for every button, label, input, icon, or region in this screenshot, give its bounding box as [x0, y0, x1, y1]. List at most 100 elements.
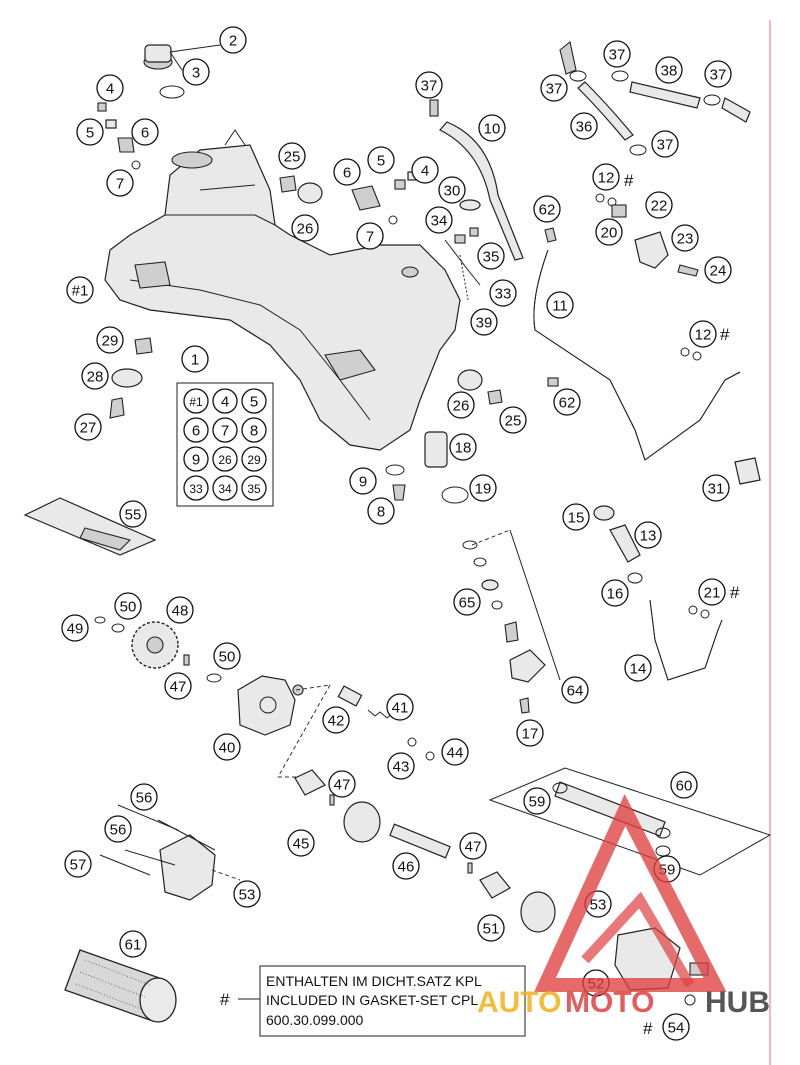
callout-5: 5: [76, 118, 104, 146]
callout-number: 31: [708, 481, 725, 498]
svg-text:4: 4: [221, 394, 229, 411]
callout-36: 36: [570, 112, 598, 140]
callout-11: 11: [546, 291, 574, 319]
callout-1: 1: [181, 345, 209, 373]
kit-item-34: 34: [212, 475, 238, 501]
sensor-31: [734, 457, 761, 485]
callout-circle: [698, 578, 726, 606]
cushion-parts-right: [457, 369, 559, 405]
callout-number: 37: [421, 78, 438, 95]
callout-circle: [645, 191, 673, 219]
callout-23: 23: [671, 224, 699, 252]
callout-circle: [96, 74, 124, 102]
callout-circle: [219, 26, 247, 54]
callout-number: 13: [640, 528, 657, 545]
hash-mark-21: #: [730, 583, 740, 602]
drain-plug: [385, 464, 406, 501]
callout-circle: [670, 771, 698, 799]
callout-number: 56: [110, 822, 127, 839]
callout-circle: [392, 852, 420, 880]
callout-7: 7: [106, 169, 134, 197]
callout-29: 29: [96, 326, 124, 354]
callout-circle: [114, 592, 142, 620]
hash-mark-54: #: [643, 1019, 653, 1038]
callout-circle: [74, 413, 102, 441]
cushion-parts-left: [109, 337, 153, 419]
callout-12: 12: [689, 320, 717, 348]
callout-circle: [592, 163, 620, 191]
callout-circle: [104, 815, 132, 843]
callout-26: 26: [447, 391, 475, 419]
callout-65: 65: [453, 588, 481, 616]
callout-number: 26: [297, 221, 314, 238]
callout-circle: [704, 256, 732, 284]
callout-number: 27: [80, 420, 97, 437]
callout-circle: [634, 521, 662, 549]
vent-fittings-left: [97, 102, 141, 170]
callout-40: 40: [213, 733, 241, 761]
callout-circle: [328, 770, 356, 798]
callout-4: 4: [411, 156, 439, 184]
callout-number: 65: [459, 595, 476, 612]
callout-number: 50: [120, 599, 137, 616]
callout-28: 28: [81, 362, 109, 390]
svg-text:9: 9: [192, 452, 200, 469]
callout-number: 19: [475, 481, 492, 498]
callout-47: 47: [459, 832, 487, 860]
callout-number: 49: [67, 621, 84, 638]
callout-number: 41: [392, 700, 409, 717]
callout-circle: [477, 242, 505, 270]
callout-number: 24: [710, 263, 727, 280]
note-line-de: ENTHALTEN IM DICHT.SATZ KPL: [266, 973, 482, 989]
callout-circle: [367, 497, 395, 525]
callout-circle: [119, 930, 147, 958]
callout-circle: [233, 880, 261, 908]
automotohub-watermark: AUTO MOTO HUB: [477, 793, 770, 1019]
callout-47: 47: [164, 672, 192, 700]
callout-circle: [291, 214, 319, 242]
callout-circle: [662, 1013, 690, 1041]
callout-circle: [570, 112, 598, 140]
callout-53: 53: [233, 880, 261, 908]
callout-19: 19: [469, 474, 497, 502]
callout-number: 56: [136, 790, 153, 807]
callout-15: 15: [562, 503, 590, 531]
callout-43: 43: [387, 752, 415, 780]
kit-item-26: 26: [212, 446, 238, 472]
callout-circle: [459, 832, 487, 860]
callout-circle: [182, 58, 210, 86]
callout-number: 37: [546, 81, 563, 98]
pump-assembly-64: [462, 529, 561, 714]
callout-41: 41: [386, 693, 414, 721]
callout-number: 7: [366, 229, 374, 246]
oil-pump-housing: [237, 675, 304, 736]
callout-circle: [81, 362, 109, 390]
callout-37: 37: [704, 60, 732, 88]
callout-circle: [411, 156, 439, 184]
callout-number: 9: [359, 474, 367, 491]
callout-circle: [624, 654, 652, 682]
callout-7: 7: [356, 222, 384, 250]
svg-text:33: 33: [189, 482, 203, 496]
callout-number: 14: [630, 661, 647, 678]
callout-3: 3: [182, 58, 210, 86]
callout-number: 26: [453, 398, 470, 415]
callout-number: 57: [70, 857, 87, 874]
callout-24: 24: [704, 256, 732, 284]
callout-number: 50: [219, 649, 236, 666]
callout-number: 29: [102, 333, 119, 350]
leader-line: [169, 51, 183, 71]
kit-item-hash1: #1: [183, 388, 209, 414]
callout-60: 60: [670, 771, 698, 799]
kit-item-6: 6: [183, 417, 209, 443]
callout-number: 62: [539, 202, 556, 219]
callout-number: 25: [284, 149, 301, 166]
hash-mark-12a: #: [624, 171, 634, 190]
callout-17: 17: [516, 719, 544, 747]
callout-16: 16: [601, 579, 629, 607]
callout-number: 33: [495, 286, 512, 303]
callout-circle: [356, 222, 384, 250]
